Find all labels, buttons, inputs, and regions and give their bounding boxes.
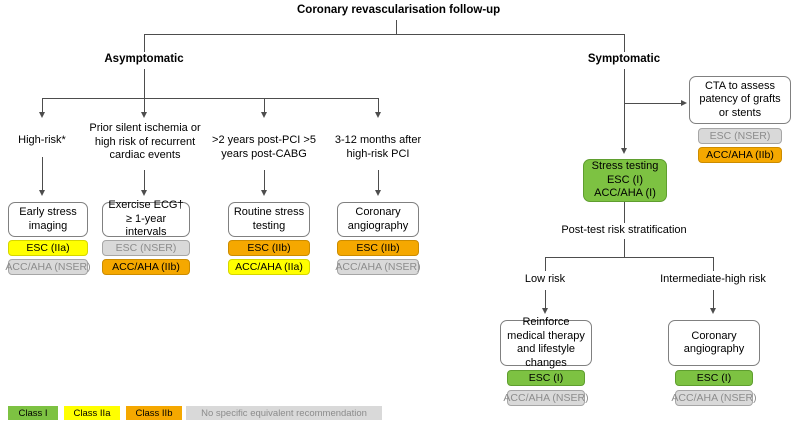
arrowhead-cta: [681, 100, 687, 106]
rec-low-risk-accaha[interactable]: ACC/AHA (NSER): [503, 390, 589, 406]
rec-cta-accaha[interactable]: ACC/AHA (IIb): [698, 147, 782, 163]
connector-col2-to-box: [144, 170, 145, 191]
condition-label-prior-silent-ischemia: Prior silent ischemia or high risk of re…: [89, 122, 201, 161]
connector-asymptomatic-split: [42, 98, 378, 99]
label-post-test-risk-stratification: Post-test risk stratification: [561, 224, 687, 236]
connector-col3-drop: [264, 98, 265, 113]
connector-symptomatic-stem: [624, 69, 625, 149]
legend-no-specific-recommendation: No specific equivalent recommendation: [186, 406, 382, 420]
node-coronary-angiography-symptomatic[interactable]: Coronary angiography: [668, 320, 760, 366]
rec-col1-esc[interactable]: ESC (IIa): [8, 240, 88, 256]
label-intermediate-high-risk: Intermediate-high risk: [660, 273, 766, 285]
stress-testing-line-2: ESC (I): [606, 173, 644, 186]
arrowhead-col1: [39, 112, 45, 118]
rec-col4-esc[interactable]: ESC (IIb): [337, 240, 419, 256]
rec-col3-accaha[interactable]: ACC/AHA (IIa): [228, 259, 310, 275]
connector-high-risk-to-box: [713, 290, 714, 309]
stress-testing-line-3: ACC/AHA (I): [594, 187, 656, 200]
arrowhead-col4-box: [375, 190, 381, 196]
rec-col2-esc[interactable]: ESC (NSER): [102, 240, 190, 256]
rec-col2-accaha[interactable]: ACC/AHA (IIb): [102, 259, 190, 275]
connector-col3-to-box: [264, 170, 265, 191]
stress-testing-line-1: Stress testing: [591, 160, 659, 173]
connector-low-risk-drop: [545, 257, 546, 271]
arrowhead-stress-testing: [621, 148, 627, 154]
node-early-stress-imaging[interactable]: Early stress imaging: [8, 202, 88, 237]
connector-asymptomatic-stem: [144, 69, 145, 98]
node-stress-testing[interactable]: Stress testing ESC (I) ACC/AHA (I): [583, 159, 667, 202]
node-exercise-ecg[interactable]: Exercise ECG† ≥ 1-year intervals: [102, 199, 190, 238]
connector-col4-drop: [378, 98, 379, 113]
rec-high-risk-esc[interactable]: ESC (I): [675, 370, 753, 386]
branch-label-asymptomatic: Asymptomatic: [104, 53, 184, 65]
label-low-risk: Low risk: [524, 273, 566, 285]
connector-root-stem: [396, 20, 397, 34]
arrowhead-col3-box: [261, 190, 267, 196]
legend-class-iib: Class IIb: [126, 406, 182, 420]
arrowhead-low-risk-box: [542, 308, 548, 314]
node-reinforce-medical-therapy[interactable]: Reinforce medical therapy and lifestyle …: [500, 316, 592, 369]
condition-label-years-post-pci: >2 years post-PCI >5 years post-CABG: [212, 134, 316, 160]
arrowhead-col1-box: [39, 190, 45, 196]
arrowhead-col3: [261, 112, 267, 118]
rec-col1-accaha[interactable]: ACC/AHA (NSER): [5, 259, 91, 275]
rec-high-risk-accaha[interactable]: ACC/AHA (NSER): [671, 390, 757, 406]
connector-to-cta: [624, 103, 682, 104]
connector-col4-to-box: [378, 170, 379, 191]
page-title: Coronary revascularisation follow-up: [297, 4, 501, 16]
node-coronary-angiography-asymptomatic[interactable]: Coronary angiography: [337, 202, 419, 237]
rec-col3-esc[interactable]: ESC (IIb): [228, 240, 310, 256]
condition-label-high-risk: High-risk*: [18, 134, 66, 146]
connector-to-asymptomatic: [144, 34, 145, 52]
arrowhead-high-risk-box: [710, 308, 716, 314]
connector-to-stratification: [624, 202, 625, 223]
connector-high-risk-drop: [713, 257, 714, 271]
connector-low-risk-to-box: [545, 290, 546, 309]
node-cta-patency[interactable]: CTA to assess patency of grafts or stent…: [689, 76, 791, 124]
rec-col4-accaha[interactable]: ACC/AHA (NSER): [335, 259, 421, 275]
branch-label-symptomatic: Symptomatic: [587, 53, 661, 65]
arrowhead-col4: [375, 112, 381, 118]
connector-risk-split: [545, 257, 713, 258]
connector-to-symptomatic: [624, 34, 625, 52]
legend-class-iia: Class IIa: [64, 406, 120, 420]
rec-cta-esc[interactable]: ESC (NSER): [698, 128, 782, 144]
rec-low-risk-esc[interactable]: ESC (I): [507, 370, 585, 386]
arrowhead-col2: [141, 112, 147, 118]
connector-root-split: [144, 34, 624, 35]
connector-col1-to-box: [42, 157, 43, 191]
legend-class-i: Class I: [8, 406, 58, 420]
arrowhead-col2-box: [141, 190, 147, 196]
connector-col1-drop: [42, 98, 43, 113]
connector-col2-drop: [144, 98, 145, 113]
connector-stratification-stem: [624, 239, 625, 257]
condition-label-months-after-pci: 3-12 months after high-risk PCI: [334, 134, 422, 160]
node-routine-stress-testing[interactable]: Routine stress testing: [228, 202, 310, 237]
